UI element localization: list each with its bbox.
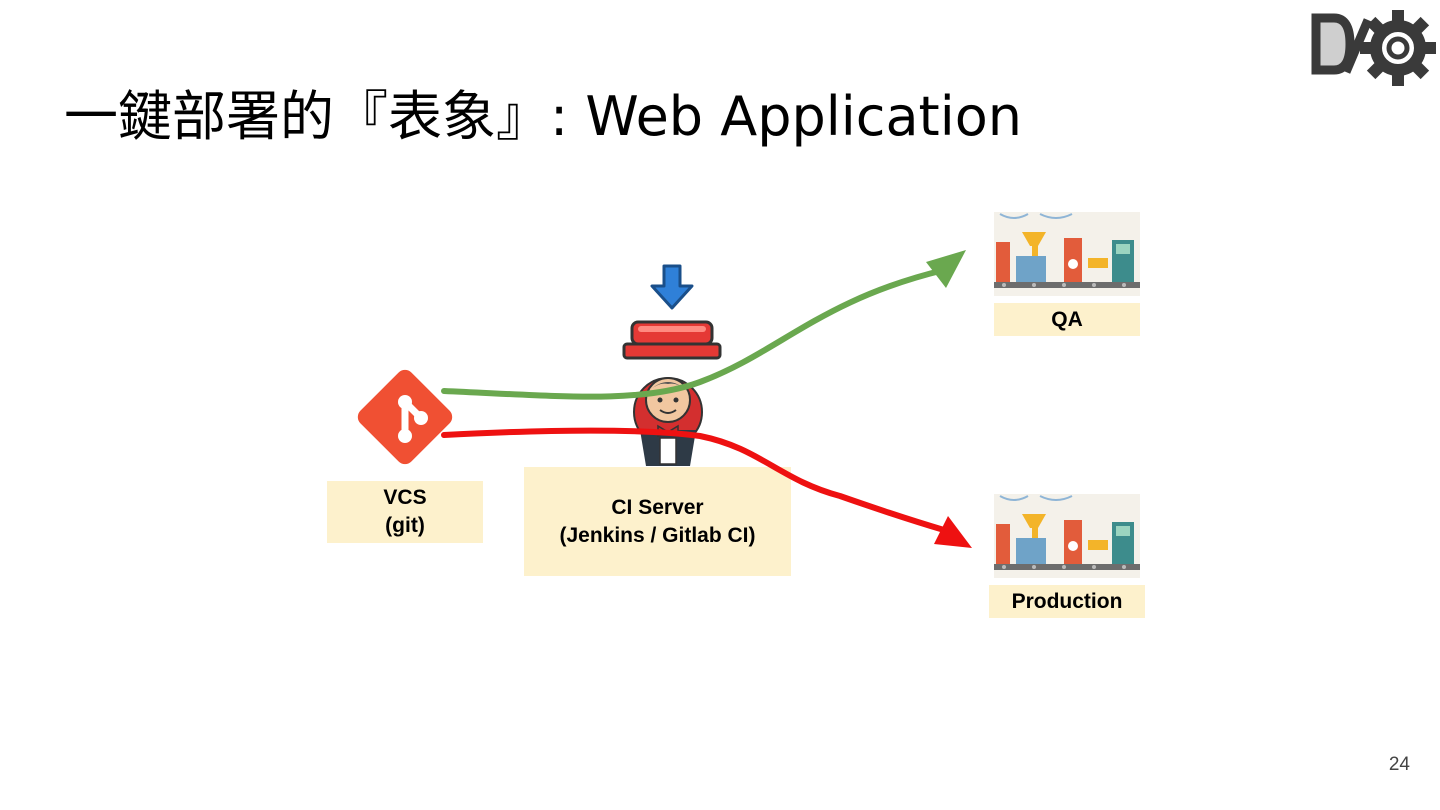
qa-label: QA [994,303,1140,336]
push-button-icon [622,264,722,360]
qa-arrowhead [926,250,966,288]
slide-title: 一鍵部署的『表象』: Web Application [64,85,1022,148]
production-flow-arrow [441,427,947,533]
devops-gear-logo [1311,10,1436,86]
ci-server-label: CI Server (Jenkins / Gitlab CI) [524,467,791,576]
page-number: 24 [1388,754,1410,775]
vcs-label: VCS (git) [327,481,483,543]
production-label: Production [989,585,1145,618]
qa-flow-arrow [441,267,947,400]
git-icon [357,369,453,465]
production-factory-icon [994,494,1140,578]
production-arrowhead [934,516,972,548]
qa-factory-icon [994,212,1140,296]
